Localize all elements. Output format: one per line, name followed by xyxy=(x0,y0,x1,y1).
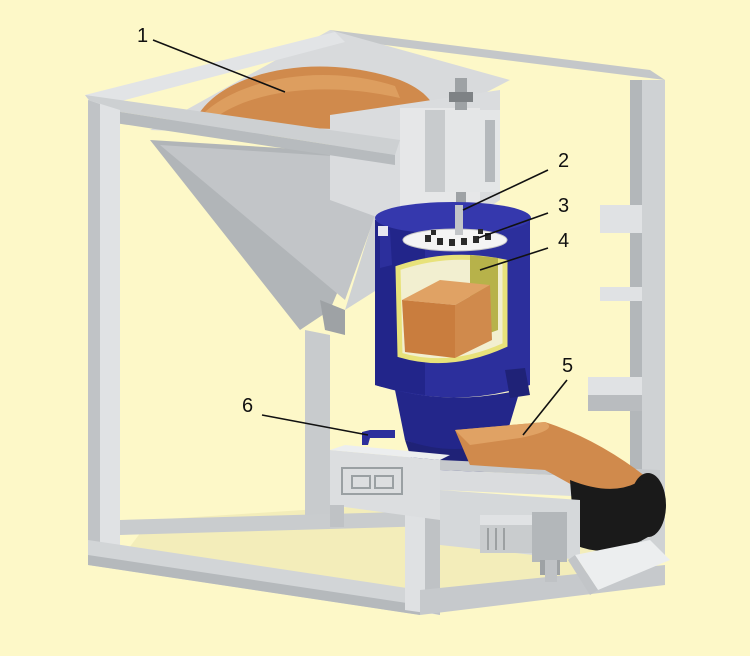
callout-4: 4 xyxy=(558,230,569,252)
callout-2: 2 xyxy=(558,150,569,172)
leader-6 xyxy=(261,414,369,436)
discharge-chute xyxy=(575,540,670,590)
leader-3 xyxy=(477,212,549,239)
callout-5: 5 xyxy=(562,355,573,377)
frame-back xyxy=(330,30,665,560)
leader-2 xyxy=(462,169,549,211)
leader-5 xyxy=(522,379,568,436)
callout-3: 3 xyxy=(558,195,569,217)
leader-1 xyxy=(152,39,286,93)
callout-labels: 1 2 3 4 5 6 xyxy=(137,25,573,417)
material-block xyxy=(402,280,490,305)
callout-6: 6 xyxy=(242,395,253,417)
conveyor xyxy=(330,422,670,595)
blue-vessel xyxy=(362,202,531,474)
leader-lines xyxy=(152,39,568,436)
callout-1: 1 xyxy=(137,25,148,47)
top-motor xyxy=(425,78,500,214)
shaft xyxy=(455,205,463,235)
leader-4 xyxy=(479,247,549,271)
